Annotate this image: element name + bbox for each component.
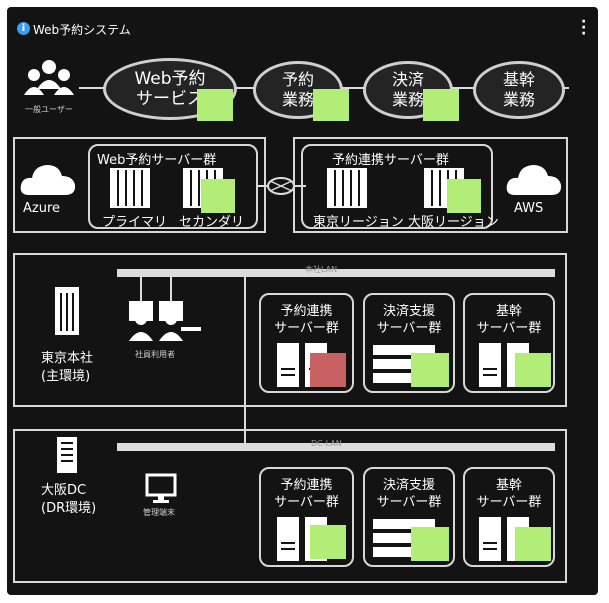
group-title-line2: サーバー群	[274, 321, 339, 336]
server-rack-icon	[110, 168, 150, 208]
dc-lan-bus	[117, 443, 555, 451]
employee-users-label: 社員利用者	[135, 350, 175, 359]
tokyo-core-server-group	[463, 293, 555, 393]
reservation-link-server-group-title: 予約連携サーバー群	[332, 153, 449, 168]
flow-core-business: 基幹 業務	[473, 61, 565, 119]
flow-label-2: 業務	[391, 90, 424, 109]
flow-label-2: 業務	[502, 90, 535, 109]
highlight-marker	[197, 89, 233, 121]
azure-cloud-icon	[20, 165, 76, 195]
osaka-settlement-server-group	[363, 467, 455, 567]
group-title-line1: 基幹	[495, 304, 522, 319]
flow-label-1: 決済	[391, 70, 424, 89]
hq-lan-label: 本社LAN	[305, 265, 338, 274]
diagram-canvas: i Web予約システム ··· 一般ユーザー Web予約 サービス 予約 業務 …	[7, 7, 598, 595]
flow-reservation-business: 予約 業務	[253, 61, 343, 119]
management-terminal-label: 管理端末	[143, 508, 175, 517]
group-title-line2: サーバー群	[476, 321, 542, 336]
alert-marker	[310, 353, 346, 387]
highlight-marker	[515, 353, 551, 387]
server-rack-icon	[327, 168, 367, 208]
rack-server-icon	[373, 345, 435, 383]
group-title-line1: 予約連携	[280, 478, 333, 493]
more-menu-icon[interactable]: ···	[581, 14, 587, 42]
inter-site-trunk	[244, 273, 246, 449]
flow-label-1: Web予約	[134, 69, 206, 89]
group-title-line1: 決済支援	[382, 304, 435, 319]
group-title-line2: サーバー群	[376, 495, 442, 510]
inter-cloud-link-icon	[256, 177, 306, 195]
highlight-marker	[313, 89, 349, 121]
group-title-line1: 予約連携	[280, 304, 333, 319]
primary-label: プライマリ	[102, 215, 168, 230]
osaka-dc-label: 大阪DC	[41, 483, 87, 498]
osaka-region-label: 大阪リージョン	[408, 215, 499, 230]
hq-lan-bus	[117, 269, 555, 277]
flow-label-2: サービス	[136, 89, 204, 109]
azure-label: Azure	[23, 201, 61, 216]
osaka-dc-site	[13, 429, 567, 583]
osaka-core-server-group	[463, 467, 555, 567]
employee-users-icon	[129, 275, 201, 341]
reservation-link-server-group	[301, 144, 493, 229]
highlight-marker	[423, 89, 459, 121]
tokyo-hq-env-label: (主環境)	[41, 369, 91, 384]
highlight-marker	[411, 353, 449, 387]
tokyo-region-label: 東京リージョン	[313, 215, 404, 230]
tokyo-hq-site	[13, 253, 567, 407]
aws-region	[293, 137, 568, 233]
highlight-marker	[515, 527, 551, 561]
highlight-marker	[447, 179, 481, 213]
group-title-line2: サーバー群	[274, 495, 339, 510]
group-title-line1: 基幹	[495, 478, 522, 493]
group-title-line2: サーバー群	[476, 495, 542, 510]
rack-server-icon	[373, 519, 435, 557]
group-title-line1: 決済支援	[382, 478, 435, 493]
general-user-label: 一般ユーザー	[25, 105, 73, 114]
aws-label: AWS	[514, 201, 544, 216]
dc-lan-label: DC-LAN	[311, 439, 342, 448]
osaka-dc-env-label: (DR環境)	[41, 501, 97, 516]
diagram-title: Web予約システム	[33, 23, 131, 37]
flow-label-2: 業務	[281, 90, 314, 109]
highlight-marker	[310, 525, 346, 559]
tokyo-reservation-link-server-group	[259, 293, 354, 393]
tokyo-hq-label: 東京本社	[41, 351, 94, 366]
web-reservation-server-group-title: Web予約サーバー群	[97, 153, 217, 168]
flow-label-1: 予約	[281, 70, 314, 89]
group-title-line2: サーバー群	[376, 321, 442, 336]
building-icon	[55, 287, 79, 335]
info-icon[interactable]: i	[17, 22, 30, 35]
user-group-icon	[24, 60, 74, 95]
highlight-marker	[411, 527, 449, 561]
datacenter-building-icon	[57, 437, 77, 473]
monitor-icon	[145, 473, 177, 503]
highlight-marker	[201, 179, 235, 213]
secondary-label: セカンダリ	[179, 215, 245, 230]
aws-cloud-icon	[506, 165, 562, 195]
osaka-reservation-link-server-group	[259, 467, 354, 567]
tokyo-settlement-server-group	[363, 293, 455, 393]
flow-label-1: 基幹	[502, 70, 535, 89]
